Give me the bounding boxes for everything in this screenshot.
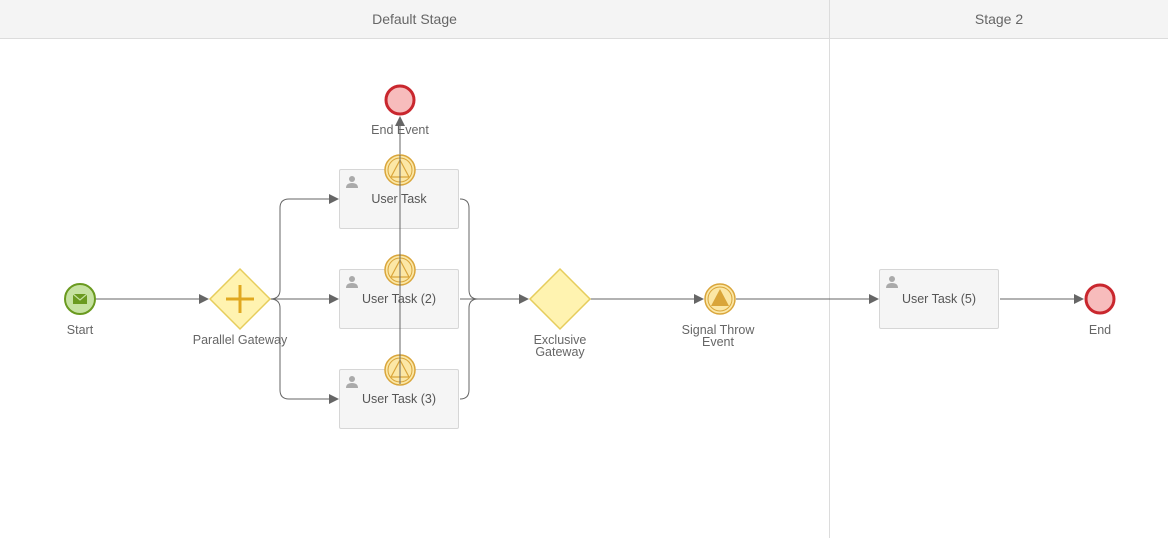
start-label: Start <box>66 323 94 337</box>
exclusive-gateway-label-line1: Exclusive <box>533 333 587 347</box>
envelope-icon <box>72 293 88 304</box>
exclusive-gateway-label-line2: Gateway <box>535 345 585 359</box>
lane-header-stage-2[interactable]: Stage 2 <box>830 0 1168 39</box>
user-task-2[interactable]: User Task (2) <box>339 269 459 329</box>
edge-parallel-to-task1[interactable] <box>269 194 339 300</box>
lane-header-default-stage[interactable]: Default Stage <box>0 0 829 39</box>
parallel-gateway[interactable] <box>208 267 272 331</box>
end-event[interactable] <box>1084 283 1116 315</box>
signal-throw-event[interactable] <box>704 283 736 315</box>
triangle-icon <box>711 289 729 306</box>
end-event-top[interactable] <box>384 84 416 116</box>
end-label: End <box>1088 323 1112 337</box>
user-task-3-label: User Task (3) <box>361 392 437 406</box>
user-icon <box>886 276 898 288</box>
user-icon <box>346 376 358 388</box>
lane-divider <box>829 0 830 538</box>
signal-throw-event-label: Signal Throw Event <box>668 323 768 349</box>
user-task-1[interactable]: User Task <box>339 169 459 229</box>
signal-throw-label-line1: Signal Throw <box>681 323 755 337</box>
user-task-1-label: User Task <box>371 192 427 206</box>
user-icon <box>346 176 358 188</box>
exclusive-gateway-label: Exclusive Gateway <box>510 333 610 359</box>
user-task-3[interactable]: User Task (3) <box>339 369 459 429</box>
user-task-2-label: User Task (2) <box>361 292 437 306</box>
edge-parallel-to-task3[interactable] <box>269 298 339 404</box>
user-task-5-label: User Task (5) <box>901 292 977 306</box>
end-event-label: End Event <box>371 123 429 137</box>
plus-icon <box>226 285 254 313</box>
signal-throw-label-line2: Event <box>702 335 734 349</box>
edge-task3-to-exclusive[interactable] <box>459 298 479 400</box>
user-icon <box>346 276 358 288</box>
exclusive-gateway[interactable] <box>528 267 592 331</box>
user-task-5[interactable]: User Task (5) <box>879 269 999 329</box>
start-event[interactable] <box>64 283 96 315</box>
edge-task1-to-exclusive[interactable] <box>459 198 479 300</box>
parallel-gateway-label: Parallel Gateway <box>192 333 288 347</box>
